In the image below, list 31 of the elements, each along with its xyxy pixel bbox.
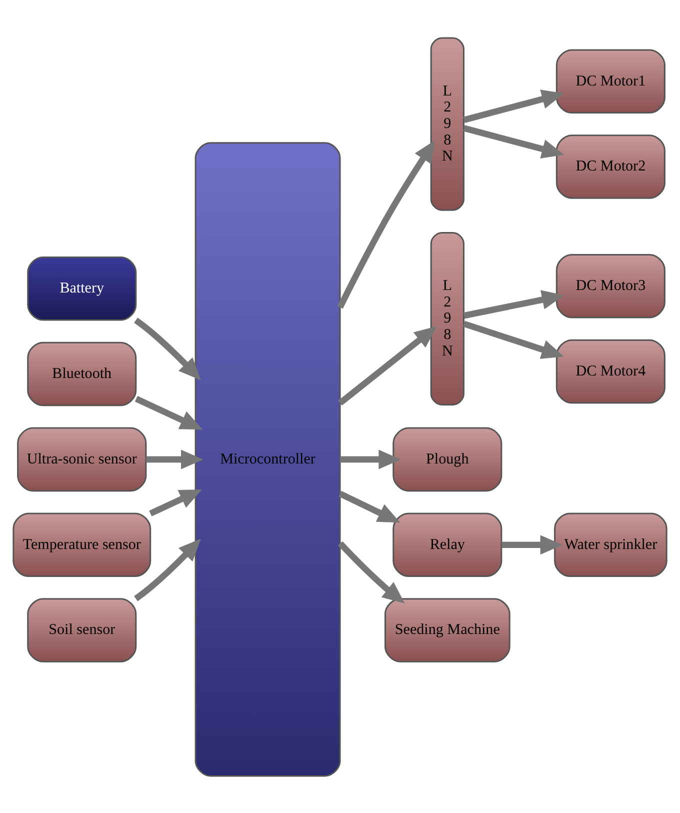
node-box: Seeding Machine bbox=[384, 598, 510, 662]
arrow bbox=[338, 490, 400, 522]
node-box: Plough bbox=[392, 426, 502, 492]
node-box: L 2 9 8 N bbox=[430, 36, 464, 210]
node-box: DC Motor3 bbox=[556, 253, 666, 318]
arrow bbox=[134, 317, 201, 380]
arrow bbox=[340, 449, 401, 469]
node-box: L 2 9 8 N bbox=[430, 231, 464, 406]
arrow bbox=[134, 395, 203, 430]
node-box: Microcontroller bbox=[194, 142, 341, 776]
node-box: Battery bbox=[27, 256, 137, 320]
arrow bbox=[134, 538, 201, 601]
node-box: Soil sensor bbox=[27, 598, 137, 662]
node-box: Water sprinkler bbox=[554, 512, 668, 577]
node-box: Bluetooth bbox=[27, 341, 137, 406]
node-box: Temperature sensor bbox=[12, 512, 152, 577]
node-box: DC Motor1 bbox=[556, 48, 666, 114]
arrow bbox=[337, 140, 436, 308]
arrow bbox=[463, 89, 564, 122]
arrow bbox=[463, 320, 564, 358]
node-box: Ultra-sonic sensor bbox=[17, 426, 147, 492]
node-box: DC Motor2 bbox=[556, 134, 666, 198]
node-box: DC Motor4 bbox=[556, 338, 666, 404]
arrow bbox=[338, 326, 437, 405]
arrow bbox=[502, 534, 563, 554]
arrow bbox=[463, 124, 564, 158]
arrow bbox=[463, 290, 564, 318]
arrow bbox=[149, 488, 202, 516]
arrow bbox=[146, 449, 204, 469]
node-box: Relay bbox=[392, 512, 502, 577]
arrow bbox=[338, 540, 405, 604]
